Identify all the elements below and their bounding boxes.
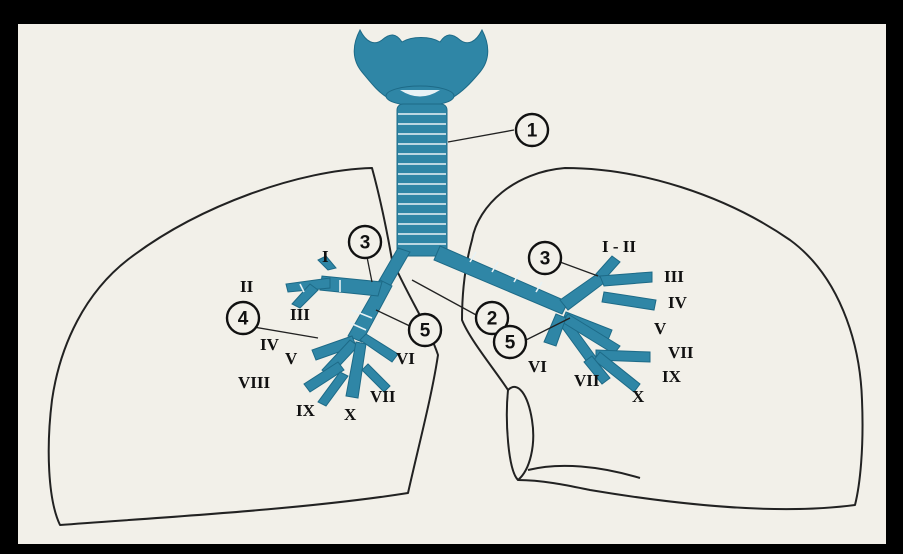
callout-3-right-label: 3 xyxy=(360,233,371,254)
callout-5-right-label: 5 xyxy=(420,321,431,342)
callout-3-right-lung: 3 xyxy=(349,226,381,258)
left-segment-label: X xyxy=(632,387,645,406)
callout-5-right-lung: 5 xyxy=(409,314,441,346)
left-segment-label: I - II xyxy=(602,237,636,256)
left-segment-label: V xyxy=(654,319,667,338)
callout-2-label: 2 xyxy=(487,309,498,330)
diagram-panel xyxy=(18,24,886,544)
left-segment-label: VII xyxy=(668,343,694,362)
callout-3-left-lung: 3 xyxy=(529,242,561,274)
right-segment-label: IV xyxy=(260,335,280,354)
left-segment-label: IV xyxy=(668,293,688,312)
right-segment-label: VII xyxy=(370,387,396,406)
right-segment-label: I xyxy=(322,247,329,266)
callout-5-left-label: 5 xyxy=(505,333,516,354)
right-segment-label: IX xyxy=(296,401,316,420)
right-segment-label: II xyxy=(240,277,254,296)
callout-5-left-lung: 5 xyxy=(494,326,526,358)
left-segment-label: III xyxy=(664,267,684,286)
right-segment-label: III xyxy=(290,305,310,324)
right-segment-label: V xyxy=(285,349,298,368)
callout-4-label: 4 xyxy=(238,309,249,330)
callout-3-left-label: 3 xyxy=(540,249,551,270)
callout-4: 4 xyxy=(227,302,259,334)
left-segment-label: VII xyxy=(574,371,600,390)
callout-1: 1 xyxy=(516,114,548,146)
right-segment-label: VIII xyxy=(238,373,271,392)
left-segment-label: VI xyxy=(528,357,547,376)
left-segment-label: IX xyxy=(662,367,682,386)
right-segment-label: X xyxy=(344,405,357,424)
right-segment-label: VI xyxy=(396,349,415,368)
callout-1-label: 1 xyxy=(527,121,538,142)
